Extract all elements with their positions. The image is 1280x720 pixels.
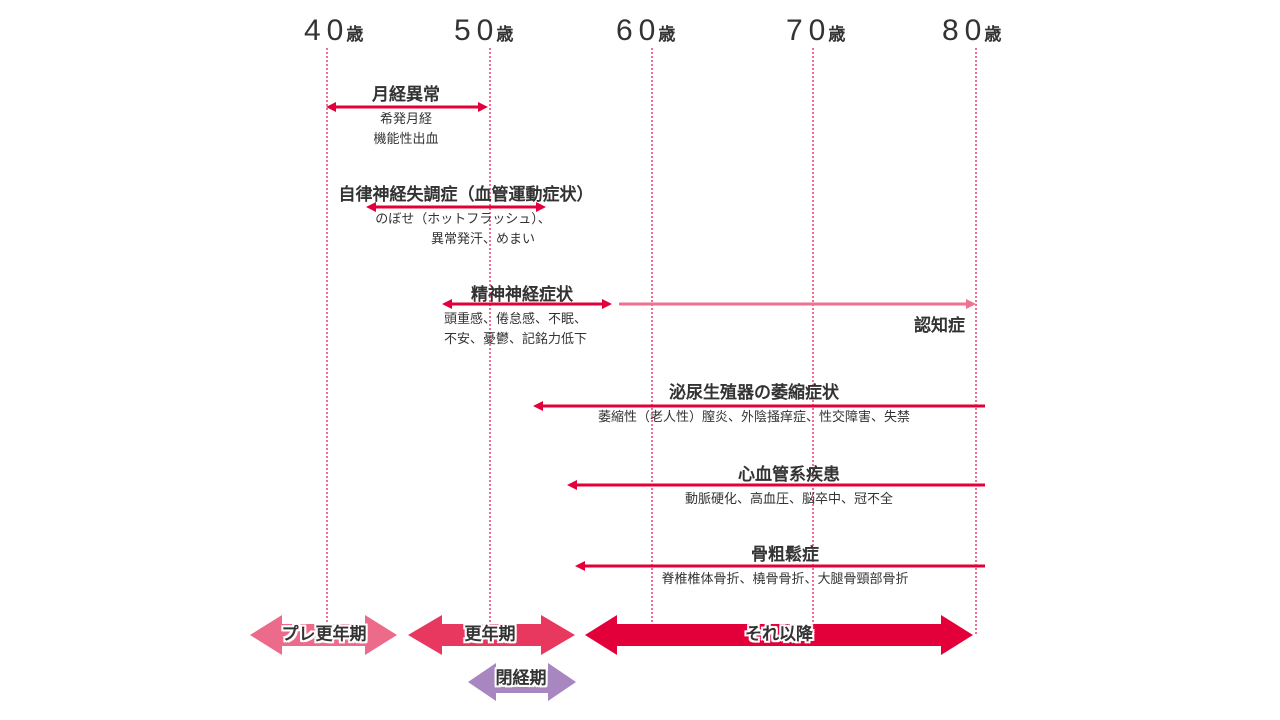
guide-line-70 [812, 48, 814, 634]
symptom-details: のぼせ（ホットフラッシュ）、 異常発汗、めまい [375, 210, 551, 250]
stage-arrow-post [585, 615, 973, 655]
symptom-detail-line: 萎縮性（老人性）膣炎、外陰掻痒症、性交障害、失禁 [597, 410, 911, 425]
arrow-menstrual-abnormality [326, 102, 488, 112]
stage-arrow-premenopause [250, 615, 397, 655]
symptom-details: 希発月経 機能性出血 [373, 110, 438, 150]
symptom-detail-line: 動脈硬化、高血圧、脳卒中、冠不全 [684, 492, 894, 507]
symptom-details: 萎縮性（老人性）膣炎、外陰掻痒症、性交障害、失禁 [598, 408, 910, 428]
symptom-detail-line: のぼせ（ホットフラッシュ）、 [375, 212, 551, 227]
symptom-title: 精神神経症状 [471, 285, 573, 305]
stage-label-premenopause: プレ更年期 [281, 624, 367, 645]
symptom-title: 自律神経失調症（血管運動症状） [338, 185, 594, 205]
symptom-detail-line: 機能性出血 [373, 132, 439, 147]
guide-line-40 [326, 48, 328, 634]
age-label-60: 60歳 [616, 14, 675, 48]
age-value: 40 [304, 14, 350, 47]
age-value: 60 [616, 14, 662, 47]
guide-line-80 [975, 48, 977, 634]
symptom-details: 頭重感、倦怠感、不眠、 不安、憂鬱、記銘力低下 [444, 310, 587, 350]
age-unit: 歳 [984, 25, 1002, 44]
symptom-detail-line: 異常発汗、めまい [430, 232, 536, 247]
symptom-detail-line: 脊椎椎体骨折、橈骨骨折、大腿骨頸部骨折 [661, 572, 909, 587]
age-value: 80 [942, 14, 988, 47]
stage-label-post: それ以降 [745, 624, 813, 645]
symptom-detail-line: 希発月経 [379, 112, 433, 127]
symptom-detail-line: 頭重感、倦怠感、不眠、 [444, 312, 588, 327]
symptom-details: 脊椎椎体骨折、橈骨骨折、大腿骨頸部骨折 [661, 570, 908, 590]
symptom-detail-line: 不安、憂鬱、記銘力低下 [444, 332, 588, 347]
stage-arrow-menopause [468, 663, 576, 701]
age-label-70: 70歳 [786, 14, 845, 48]
arrow-urogenital-atrophy [533, 401, 985, 411]
guide-line-50 [489, 48, 491, 634]
age-label-40: 40歳 [304, 14, 363, 48]
arrow-autonomic-dysfunction [366, 202, 546, 212]
symptom-title: 骨粗鬆症 [751, 545, 819, 565]
stage-arrow-menopausal-transition [408, 615, 575, 655]
guide-line-60 [651, 48, 653, 634]
symptom-title-dementia: 認知症 [914, 316, 965, 336]
age-unit: 歳 [828, 25, 846, 44]
age-value: 50 [454, 14, 500, 47]
symptom-title: 心血管系疾患 [738, 465, 840, 485]
arrow-cardiovascular [567, 480, 985, 490]
arrow-dementia [619, 299, 976, 309]
symptom-details: 動脈硬化、高血圧、脳卒中、冠不全 [685, 490, 893, 510]
age-value: 70 [786, 14, 832, 47]
stage-label-menopausal-transition: 更年期 [464, 624, 516, 645]
arrow-osteoporosis [575, 561, 985, 571]
age-unit: 歳 [346, 25, 364, 44]
age-label-50: 50歳 [454, 14, 513, 48]
symptom-title: 泌尿生殖器の萎縮症状 [669, 383, 839, 403]
stage-label-menopause: 閉経期 [495, 668, 547, 689]
age-unit: 歳 [496, 25, 514, 44]
age-label-80: 80歳 [942, 14, 1001, 48]
symptom-title: 月経異常 [372, 85, 440, 105]
age-unit: 歳 [658, 25, 676, 44]
arrow-psychoneurological [442, 299, 612, 309]
